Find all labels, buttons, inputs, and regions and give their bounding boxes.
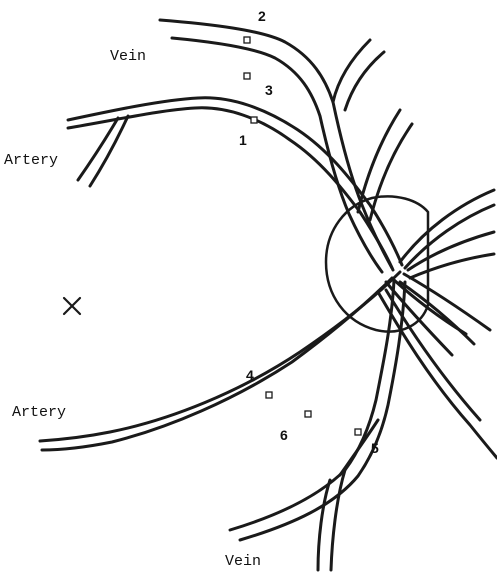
label-vein-bottom: Vein — [225, 553, 261, 570]
site-label-1: 1 — [239, 132, 247, 148]
inferior-artery — [40, 272, 400, 450]
site-label-5: 5 — [371, 440, 379, 456]
site-label-3: 3 — [265, 82, 273, 98]
label-artery-lower: Artery — [12, 404, 66, 421]
label-vein-top: Vein — [110, 48, 146, 65]
superior-artery — [68, 98, 402, 270]
site-marker-1 — [251, 117, 257, 123]
site-marker-2 — [244, 37, 250, 43]
inferior-vein — [230, 280, 497, 570]
superior-vein — [160, 20, 392, 272]
site-marker-3 — [244, 73, 250, 79]
fovea-mark — [64, 298, 80, 314]
site-marker-6 — [305, 411, 311, 417]
site-label-4: 4 — [246, 367, 254, 383]
site-label-6: 6 — [280, 427, 288, 443]
upper-radiating-vessels — [358, 110, 494, 278]
label-artery-upper: Artery — [4, 152, 58, 169]
site-marker-4 — [266, 392, 272, 398]
site-marker-5 — [355, 429, 361, 435]
site-label-2: 2 — [258, 8, 266, 24]
